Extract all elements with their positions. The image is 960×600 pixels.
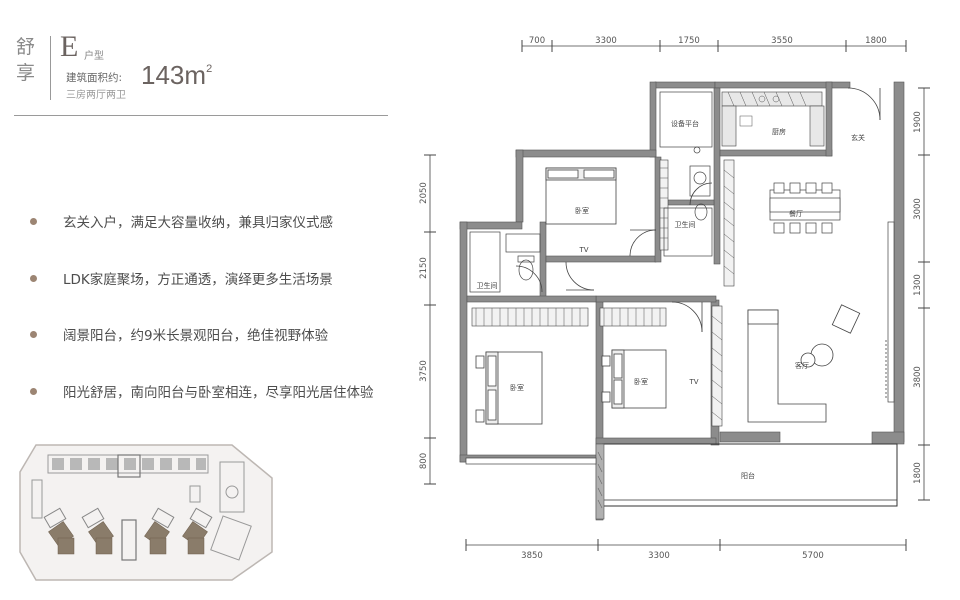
- doors: [515, 87, 881, 333]
- bullet-dot: [30, 274, 37, 282]
- label-tv-top: TV: [578, 246, 588, 254]
- label-kitchen: 厨房: [772, 127, 786, 136]
- dim-right-1: 1900: [913, 111, 923, 133]
- windows: [465, 221, 895, 465]
- dim-top-5: 1800: [865, 36, 887, 46]
- feature-item: LDK家庭聚场，方正通透，演绎更多生活场景: [30, 268, 333, 288]
- label-living: 客厅: [795, 361, 809, 370]
- label-bath-right: 卫生间: [675, 220, 696, 229]
- beds: [475, 167, 667, 425]
- feature-item: 阔景阳台，约9米长景观阳台，绝佳视野体验: [30, 324, 328, 344]
- dining-table: [769, 182, 841, 234]
- layout-label: 三房两厅两卫: [66, 90, 126, 101]
- equipment-platform: [659, 91, 713, 154]
- brand-char-2: 享: [16, 62, 38, 84]
- unit-type-label: 户型: [84, 51, 104, 62]
- feature-item: 玄关入户，满足大容量收纳，兼具归家仪式感: [30, 211, 333, 231]
- feature-item: 阳光舒居，南向阳台与卧室相连，尽享阳光居住体验: [30, 381, 374, 401]
- dim-right-4: 3800: [913, 366, 923, 388]
- area-label: 建筑面积约:: [66, 72, 123, 84]
- dim-left-3: 3750: [419, 360, 429, 382]
- dim-top-4: 3550: [771, 36, 793, 46]
- dim-top-3: 1750: [678, 36, 700, 46]
- kitchen-counter: [721, 91, 825, 147]
- dim-bottom-1: 3850: [521, 551, 543, 561]
- area-number: 143: [141, 60, 185, 90]
- label-tv-mid: TV: [688, 378, 698, 386]
- dim-bottom-3: 5700: [802, 551, 824, 561]
- dim-left-1: 2050: [419, 182, 429, 204]
- brand-char-1: 舒: [16, 36, 38, 58]
- label-dining: 餐厅: [789, 209, 803, 218]
- wardrobes: [471, 159, 735, 427]
- dim-left-2: 2150: [419, 257, 429, 279]
- area-unit-sup: 2: [206, 63, 213, 75]
- dim-right-3: 1300: [913, 274, 923, 296]
- bullet-dot: [30, 217, 37, 225]
- living-furniture: [747, 304, 887, 423]
- dim-left-4: 800: [419, 453, 429, 469]
- header-rule: [14, 115, 388, 116]
- dim-top-1: 700: [529, 36, 545, 46]
- dim-top-2: 3300: [595, 36, 617, 46]
- label-balcony: 阳台: [741, 471, 755, 480]
- room-labels: 设备平台 厨房 玄关 餐厅 客厅 阳台 卧室 卧室 卧室 卫生间 卫生间 TV …: [477, 119, 866, 480]
- balcony: [595, 443, 898, 520]
- area-value: 143m2: [141, 60, 212, 91]
- unit-type-letter: E: [60, 30, 79, 63]
- label-entrance: 玄关: [851, 133, 865, 142]
- walls: [459, 81, 905, 521]
- feature-text: 阔景阳台，约9米长景观阳台，绝佳视野体验: [63, 328, 329, 344]
- label-bedroom-left: 卧室: [510, 383, 524, 392]
- area-unit: m: [184, 60, 207, 90]
- dim-bottom-2: 3300: [648, 551, 670, 561]
- dimension-lines: 700 3300 1750 3550 1800 3850 3300 5700 2…: [419, 36, 930, 561]
- dim-right-5: 1800: [913, 462, 923, 484]
- brand-divider: [50, 36, 51, 100]
- bullet-dot: [30, 387, 37, 395]
- dim-right-2: 3000: [913, 198, 923, 220]
- feature-text: 玄关入户，满足大容量收纳，兼具归家仪式感: [63, 215, 333, 231]
- feature-text: LDK家庭聚场，方正通透，演绎更多生活场景: [63, 272, 333, 288]
- bathroom-fixtures: [469, 165, 713, 293]
- label-bedroom-mid: 卧室: [634, 377, 648, 386]
- feature-text: 阳光舒居，南向阳台与卧室相连，尽享阳光居住体验: [63, 385, 374, 401]
- label-bedroom-top: 卧室: [575, 206, 589, 215]
- label-equipment: 设备平台: [671, 119, 699, 128]
- brand-vertical-title: 舒 享: [16, 34, 50, 86]
- bullet-dot: [30, 330, 37, 338]
- label-bath-left: 卫生间: [477, 281, 498, 290]
- counter-hatching: [727, 91, 807, 127]
